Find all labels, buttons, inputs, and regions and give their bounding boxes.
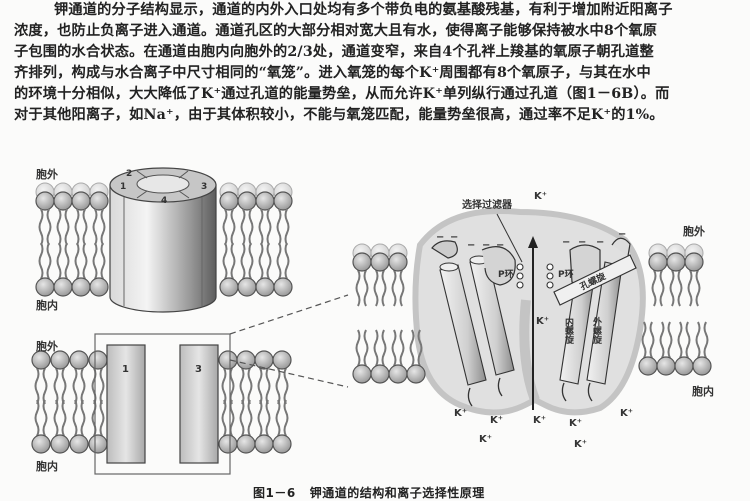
p-loop-right-label: P环 [558,269,574,280]
k-ion: K⁺ [490,415,503,426]
section-inside-label: 胞内 [36,459,58,473]
subunit-1-label: 1 [120,182,126,192]
paragraph-line: 浓度，也防止负离子进入通道。通道孔区的大部分相对宽大且有水，使得离子能够保持被水… [14,23,658,39]
paragraph-line: 子包围的水合状态。在通道由胞内向胞外的2/3处，通道变窄，来自4个孔袢上羧基的氧… [14,44,654,60]
channel-cylinder [109,167,217,313]
panel-b-channel: −− −−− −−−− [352,208,712,416]
paragraph-line: 的环境十分相似，大大降低了K⁺通过孔道的能量势垒，从而允许K⁺单列纵行通过孔道（… [14,86,670,102]
figure-number: 图1－6 [253,486,296,500]
panel-b-inside-label: 胞内 [692,384,714,398]
inner-helix-label: 内螺旋 [563,316,575,345]
k-ion: K⁺ [574,439,587,450]
subunit-2-label: 2 [126,169,132,179]
paragraph-line: 齐排列，构成与水合离子中尺寸相同的“氧笼”。进入氧笼的每个K⁺周围都有8个氧原子… [14,65,651,81]
svg-text:−: − [596,237,604,248]
subunit-3-label: 3 [201,182,207,192]
paragraph-line: 对于其他阳离子，如Na⁺，由于其体积较小，不能与氧笼匹配，能量势垒很高，通过率不… [14,107,664,123]
panel-a-section-membrane [31,294,349,475]
panel-a-outside-label: 胞外 [36,167,58,181]
selectivity-filter-label: 选择过滤器 [462,198,513,211]
svg-text:−: − [436,232,444,243]
k-ion: K⁺ [569,418,582,429]
svg-text:−: − [482,240,490,251]
k-ion: K⁺ [533,415,546,426]
figure-title: 钾通道的结构和离子选择性原理 [309,486,485,500]
svg-text:−: − [450,232,458,243]
panel-b-outside-label: 胞外 [683,224,705,238]
k-ion: K⁺ [620,408,633,419]
outer-helix-label: 外螺旋 [591,316,603,345]
svg-text:−: − [578,237,586,248]
potassium-ions: K⁺ K⁺ K⁺ K⁺ K⁺ K⁺ K⁺ K⁺ K⁺ [454,191,633,450]
section-subunit-1-label: 1 [122,364,129,375]
svg-text:−: − [467,240,475,251]
paragraph-line: 钾通道的分子结构显示，通道的内外入口处均有多个带负电的氨基酸残基，有利于增加附近… [54,2,673,18]
svg-text:−: − [618,229,626,240]
subunit-4-label: 4 [161,196,167,206]
panel-a-membrane [35,182,293,297]
k-ion: K⁺ [454,408,467,419]
body-paragraph: 钾通道的分子结构显示，通道的内外入口处均有多个带负电的氨基酸残基，有利于增加附近… [14,0,744,126]
section-outside-label: 胞外 [36,339,58,353]
figure-caption: 图1－6 钾通道的结构和离子选择性原理 [253,484,499,501]
k-ion: K⁺ [479,434,492,445]
k-ion: K⁺ [534,191,547,202]
svg-text:−: − [562,237,570,248]
k-ion: K⁺ [536,316,549,327]
panel-a-inside-label: 胞内 [36,298,58,312]
section-subunit-3-label: 3 [195,364,202,375]
svg-text:−: − [496,240,504,251]
p-loop-left-label: P环 [498,269,514,280]
